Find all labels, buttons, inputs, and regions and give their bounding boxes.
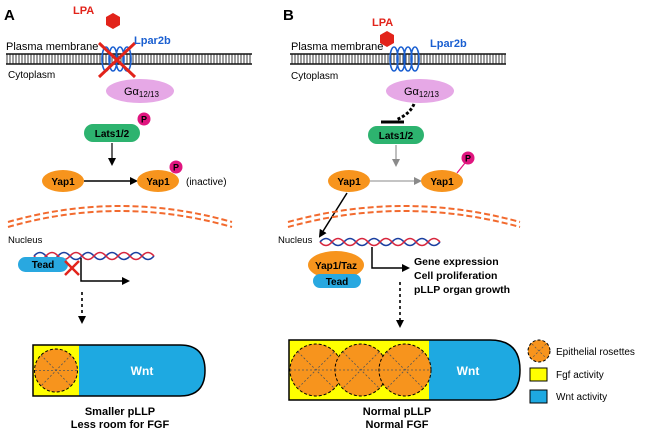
yap1-phosphorylated-label-b: Yap1 xyxy=(430,177,454,188)
legend-item-rosette: Epithelial rosettes xyxy=(527,339,635,363)
rosette-a xyxy=(34,348,78,393)
lpa-hexagon-b xyxy=(380,31,394,47)
membrane-label-b: Plasma membrane xyxy=(291,41,383,53)
yap1-taz-label-b: Yap1/Taz xyxy=(315,261,357,272)
wnt-region-b xyxy=(429,340,490,400)
lats-protein-b xyxy=(368,126,424,144)
lpa-label-b: LPA xyxy=(372,17,393,29)
inactive-label-a: (inactive) xyxy=(186,177,227,188)
nuclear-envelope-b xyxy=(287,205,521,228)
panel-a: A Plasma membrane Cytoplasm LPA Lpar2b G… xyxy=(4,5,252,431)
yap1-protein-a xyxy=(42,170,84,192)
tead-label-a: Tead xyxy=(32,260,55,271)
yap1-phosphorylated-a xyxy=(137,170,179,192)
panel-b-letter: B xyxy=(283,7,294,24)
outcome-organ-growth: pLLP organ growth xyxy=(414,284,510,296)
phospho-label-yap-b: P xyxy=(465,154,471,164)
phospho-link-b xyxy=(456,162,466,174)
fgf-swatch xyxy=(529,367,548,382)
membrane-label-a: Plasma membrane xyxy=(6,41,98,53)
caption-b-line2: Normal FGF xyxy=(366,419,429,431)
legend-label-wnt: Wnt activity xyxy=(556,392,607,403)
legend-label-fgf: Fgf activity xyxy=(556,370,604,381)
panel-b: B Plasma membrane Cytoplasm LPA Lpar2b G… xyxy=(278,7,521,431)
phospho-label-yap-a: P xyxy=(173,163,179,173)
tead-label-b: Tead xyxy=(326,277,349,288)
lats-label-a: Lats1/2 xyxy=(95,129,130,140)
dna-helix-b xyxy=(319,237,441,247)
outcome-cell-proliferation: Cell proliferation xyxy=(414,270,497,282)
cytoplasm-label-a: Cytoplasm xyxy=(8,70,55,81)
rosette-b-3 xyxy=(378,343,432,397)
legend-item-fgf: Fgf activity xyxy=(529,367,604,382)
lpar2b-label-b: Lpar2b xyxy=(430,38,467,50)
inhibition-dashed-b xyxy=(395,103,416,122)
phospho-label-lats-a: P xyxy=(141,115,147,125)
phospho-badge-lats-a xyxy=(137,112,151,126)
wnt-label-b: Wnt xyxy=(457,364,480,378)
galpha-protein-a xyxy=(106,79,174,103)
lpar2b-label-a: Lpar2b xyxy=(134,35,171,47)
rosette-b-1 xyxy=(289,343,343,397)
yap1-phosphorylated-label-a: Yap1 xyxy=(146,177,170,188)
caption-a-line1: Smaller pLLP xyxy=(85,406,155,418)
transcription-arrow-b xyxy=(371,247,410,272)
legend-item-wnt: Wnt activity xyxy=(529,389,607,404)
phospho-badge-yap-b xyxy=(461,151,475,165)
yap1-phosphorylated-b xyxy=(421,170,463,192)
caption-a-line2: Less room for FGF xyxy=(71,419,170,431)
lats-label-b: Lats1/2 xyxy=(379,131,414,142)
galpha-protein-b xyxy=(386,79,454,103)
yap1-protein-b xyxy=(328,170,370,192)
tead-protein-a xyxy=(18,257,68,272)
lpa-label-a: LPA xyxy=(73,5,94,17)
pllp-smaller xyxy=(32,344,206,397)
tead-block-x-a xyxy=(64,260,80,276)
transcription-arrow-a xyxy=(80,258,130,285)
legend: Epithelial rosettes Fgf activity Wnt act… xyxy=(527,339,635,404)
receptor-block-x-a xyxy=(97,41,137,79)
wnt-label-a: Wnt xyxy=(131,364,154,378)
lpa-hexagon-a xyxy=(106,13,120,29)
nuclear-envelope-a xyxy=(7,205,233,228)
wnt-swatch xyxy=(529,389,548,404)
phospho-badge-yap-a xyxy=(169,160,183,174)
nucleus-label-b: Nucleus xyxy=(278,235,313,246)
tead-protein-b xyxy=(313,274,361,288)
pllp-normal xyxy=(288,339,521,401)
lpar2b-receptor-b xyxy=(389,46,420,72)
yap1-label-a: Yap1 xyxy=(51,177,75,188)
nucleus-label-a: Nucleus xyxy=(8,235,43,246)
yap1-nuclear-entry-arrow-b xyxy=(318,192,348,238)
caption-b-line1: Normal pLLP xyxy=(363,406,431,418)
galpha-label-b: Gα12/13 xyxy=(404,86,439,99)
wnt-region-a xyxy=(79,345,180,396)
lats-protein-a xyxy=(84,124,140,142)
galpha-label-a: Gα12/13 xyxy=(124,86,159,99)
plasma-membrane-a xyxy=(6,53,252,65)
legend-label-rosettes: Epithelial rosettes xyxy=(556,347,635,358)
cytoplasm-label-b: Cytoplasm xyxy=(291,71,338,82)
yap1-taz-complex-b xyxy=(308,251,364,279)
panel-a-letter: A xyxy=(4,7,15,24)
outcome-gene-expression: Gene expression xyxy=(414,256,499,268)
yap1-label-b: Yap1 xyxy=(337,177,361,188)
